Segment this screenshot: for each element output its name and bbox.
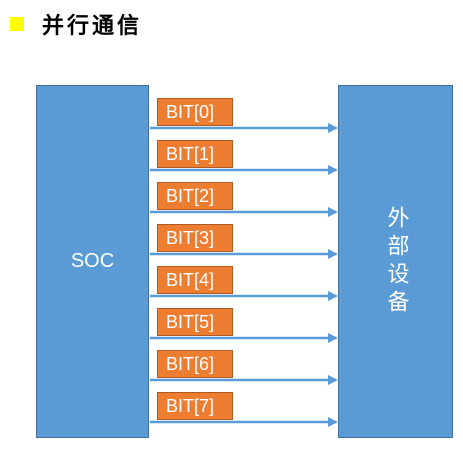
bit-label-2: BIT[2] bbox=[157, 182, 233, 210]
slide-title: 并行通信 bbox=[10, 8, 142, 40]
bit-label-1: BIT[1] bbox=[157, 140, 233, 168]
soc-block: SOC bbox=[36, 85, 149, 438]
external-device-label: 外部设备 bbox=[383, 205, 409, 318]
bit-label-6: BIT[6] bbox=[157, 350, 233, 378]
bullet-square-icon bbox=[10, 17, 24, 31]
bit-label-4: BIT[4] bbox=[157, 266, 233, 294]
title-text: 并行通信 bbox=[42, 13, 143, 39]
bit-label-7: BIT[7] bbox=[157, 392, 233, 420]
soc-label: SOC bbox=[70, 250, 115, 272]
external-device-block: 外部设备 bbox=[338, 85, 453, 438]
bit-label-3: BIT[3] bbox=[157, 224, 233, 252]
bit-label-0: BIT[0] bbox=[157, 98, 233, 126]
bit-label-5: BIT[5] bbox=[157, 308, 233, 336]
